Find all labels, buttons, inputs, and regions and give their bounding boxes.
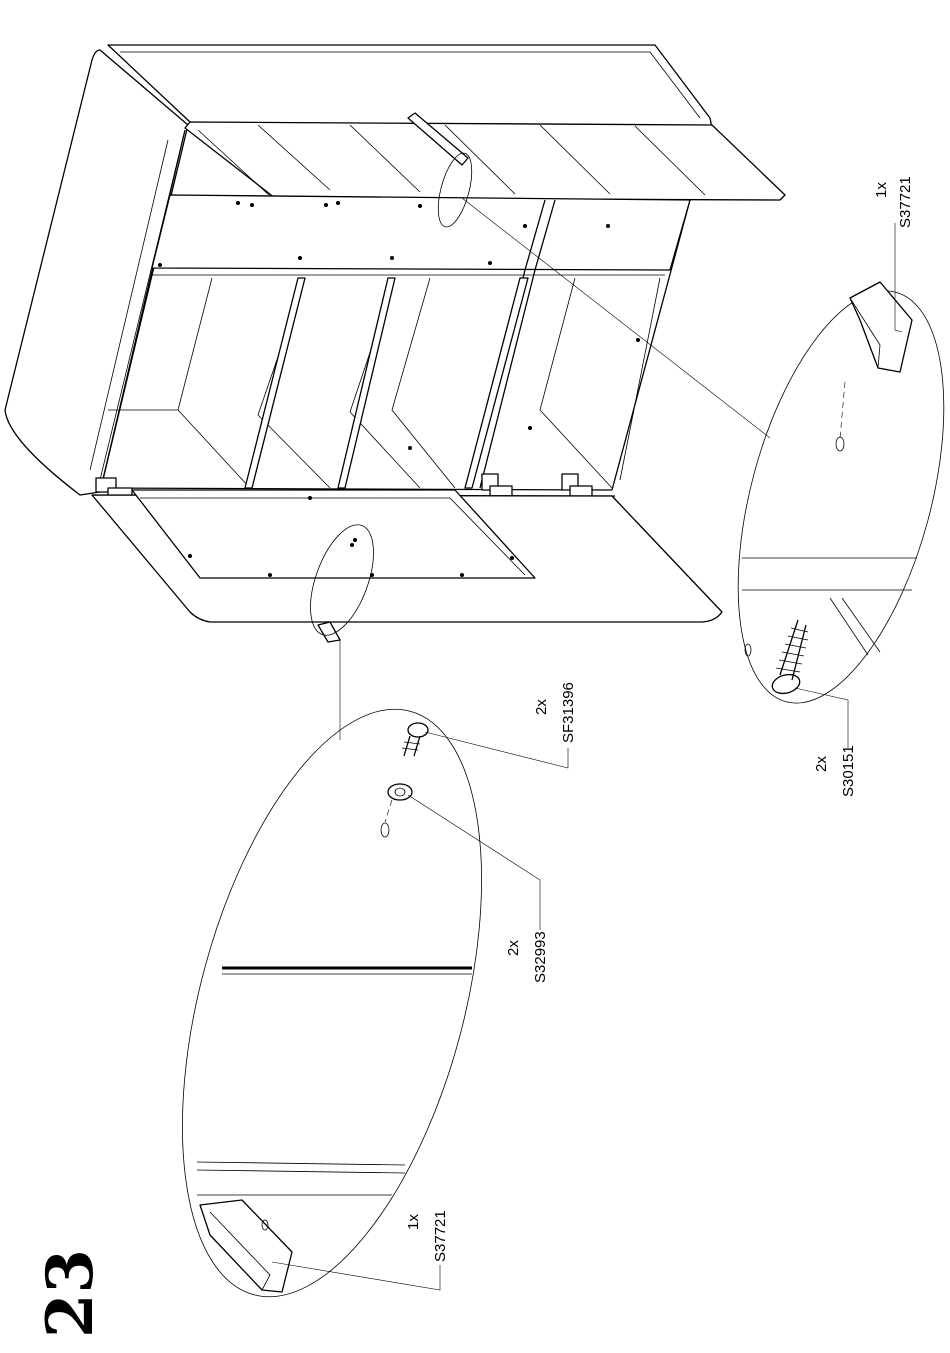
label-handle-top-right: 1x S37721 (873, 176, 914, 228)
label-screw-right: 2x S30151 (813, 745, 857, 797)
label-part: S37721 (432, 1210, 449, 1262)
right-detail-ellipse (699, 269, 950, 725)
label-qty: 1x (405, 1214, 422, 1230)
cabinet-illustration (5, 45, 785, 642)
screw-icon (402, 723, 428, 756)
step-number: 23 (33, 1249, 108, 1338)
bushing-icon (388, 784, 412, 800)
label-qty: 2x (533, 699, 550, 715)
label-part: S37721 (897, 176, 914, 228)
label-qty: 2x (505, 940, 522, 956)
center-detail-ellipse (126, 677, 537, 1329)
cabinet-lid-door (185, 122, 785, 200)
cabinet-back-panel (108, 45, 712, 128)
label-handle-bottom-left: 1x S37721 (405, 1210, 449, 1262)
label-bushing-center: 2x S32993 (505, 931, 549, 983)
label-screw-center: 2x SF31396 (533, 682, 577, 743)
label-qty: 1x (873, 182, 890, 198)
label-part: S30151 (840, 745, 857, 797)
detail-callouts (126, 150, 950, 1329)
label-part: S32993 (532, 931, 549, 983)
screw-icon (770, 620, 808, 696)
label-part: SF31396 (560, 682, 577, 743)
cabinet-top-panel (5, 50, 188, 495)
label-qty: 2x (813, 756, 830, 772)
